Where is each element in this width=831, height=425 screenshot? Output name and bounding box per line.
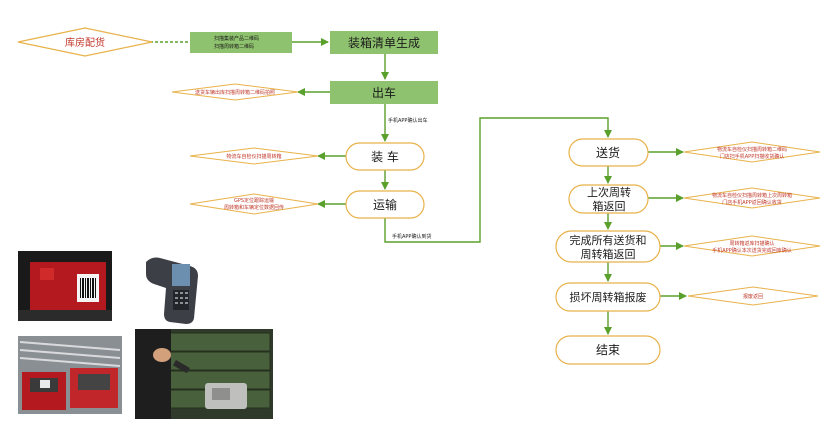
last-return-line-1: 上次周转 xyxy=(587,185,631,199)
last-return-note-line-2: 门店手机APP返回确认收货 xyxy=(722,199,781,206)
last-return-line-2: 箱返回 xyxy=(593,199,626,213)
dispatch-box: 出车 xyxy=(330,81,438,104)
scrap-note-text: 报废返回 xyxy=(743,293,763,300)
dispatch-note-diamond: 送货车辆出库扫描周转箱二维码拍照 xyxy=(171,83,299,101)
scrap-label: 损坏周转箱报废 xyxy=(570,290,647,304)
transport-note-line-1: GPS定位跟踪运输 xyxy=(234,197,274,204)
last-return-step: 上次周转 箱返回 xyxy=(568,184,649,214)
complete-line-2: 周转箱返回 xyxy=(581,247,636,261)
transport-note-line-2: 周转箱和车辆定位数据回传 xyxy=(224,204,284,211)
worker-scanning-photo xyxy=(135,329,273,419)
handheld-confirm-dispatch-label: 手机APP确认出车 xyxy=(388,117,427,124)
scrap-step: 损坏周转箱报废 xyxy=(555,282,661,312)
transport-step: 运输 xyxy=(345,190,425,219)
handheld-scanner-photo xyxy=(134,247,206,327)
connectors xyxy=(150,38,687,335)
deliver-note-diamond: 物流车自检仪扫描周转箱二维码 门店扫手机APP扫描收货确认 xyxy=(683,141,821,163)
load-note-text: 物流车自检仪扫描周转箱 xyxy=(226,153,281,160)
crates-conveyor-photo xyxy=(18,336,122,414)
complete-note-diamond: 周转箱返库扫描确认 手机APP确认本次送货完成回库确认 xyxy=(683,235,821,257)
deliver-note-line-1: 物流车自检仪扫描周转箱二维码 xyxy=(717,146,787,153)
deliver-step: 送货 xyxy=(568,138,649,167)
packing-list-box: 装箱清单生成 xyxy=(330,31,438,54)
scan-box-line-1: 扫描集装产品二维码 xyxy=(214,35,259,42)
scan-box-line-2: 扫描周转箱二维码 xyxy=(214,43,254,50)
complete-step: 完成所有送货和 周转箱返回 xyxy=(555,230,661,263)
last-return-note-diamond: 物流车自检仪扫描周转箱上次周转箱 门店手机APP返回确认收货 xyxy=(683,187,821,209)
packing-list-label: 装箱清单生成 xyxy=(348,35,420,50)
deliver-note-line-2: 门店扫手机APP扫描收货确认 xyxy=(720,153,784,160)
handheld-confirm-arrival-label: 手机APP确认到货 xyxy=(392,233,431,240)
scan-box: 扫描集装产品二维码 扫描周转箱二维码 xyxy=(190,32,292,53)
load-note-diamond: 物流车自检仪扫描周转箱 xyxy=(189,147,319,165)
complete-note-line-2: 手机APP确认本次送货完成回库确认 xyxy=(712,247,791,254)
complete-note-line-1: 周转箱返库扫描确认 xyxy=(729,240,774,247)
transport-note-diamond: GPS定位跟踪运输 周转箱和车辆定位数据回传 xyxy=(189,193,319,215)
dispatch-label: 出车 xyxy=(372,85,396,100)
complete-line-1: 完成所有送货和 xyxy=(570,233,647,247)
load-label: 装 车 xyxy=(371,149,399,164)
start-diamond: 库房配货 xyxy=(17,27,153,57)
end-label: 结束 xyxy=(596,343,620,357)
end-step: 结束 xyxy=(555,335,661,365)
transport-label: 运输 xyxy=(373,197,397,212)
connector-transport-to-deliver xyxy=(384,117,612,243)
crate-barcode-photo xyxy=(18,251,112,321)
start-diamond-label: 库房配货 xyxy=(65,36,105,49)
load-step: 装 车 xyxy=(345,142,425,171)
last-return-note-line-1: 物流车自检仪扫描周转箱上次周转箱 xyxy=(712,192,792,199)
scrap-note-diamond: 报废返回 xyxy=(687,286,819,306)
deliver-label: 送货 xyxy=(596,145,620,160)
dispatch-note-text: 送货车辆出库扫描周转箱二维码拍照 xyxy=(195,89,275,96)
